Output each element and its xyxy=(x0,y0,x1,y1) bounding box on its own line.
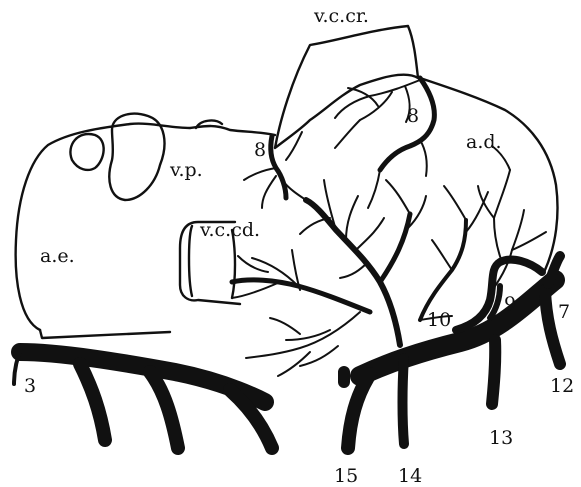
label-vc-cd: v.c.cd. xyxy=(199,219,260,241)
number-10: 10 xyxy=(427,309,451,331)
number-8-left: 8 xyxy=(254,139,266,161)
vessel-to-left xyxy=(232,280,370,312)
number-14: 14 xyxy=(398,465,422,487)
vessel-central-mid xyxy=(380,214,410,282)
branch xyxy=(346,196,358,240)
number-8-right: 8 xyxy=(407,105,419,127)
vessel-14 xyxy=(403,358,405,444)
branch xyxy=(232,282,280,298)
label-ad: a.d. xyxy=(466,131,502,153)
number-7: 7 xyxy=(558,301,570,323)
vessel-left-branch-b xyxy=(150,372,178,448)
branch xyxy=(356,218,384,250)
vessel-15 xyxy=(348,374,370,448)
number-15: 15 xyxy=(334,465,358,487)
vc-cr-region-outline xyxy=(275,26,418,148)
label-ae: a.e. xyxy=(40,245,75,267)
number-12: 12 xyxy=(550,375,574,397)
branch xyxy=(420,140,427,176)
branch xyxy=(466,192,488,232)
branch xyxy=(386,180,410,214)
lower-body-edge xyxy=(40,330,170,338)
branch xyxy=(270,318,300,334)
branch xyxy=(286,132,302,160)
number-13: 13 xyxy=(489,427,513,449)
branch xyxy=(262,176,276,208)
number-3: 3 xyxy=(24,375,36,397)
branch xyxy=(244,168,276,180)
branch xyxy=(444,186,466,220)
vc-cd-inner xyxy=(189,226,192,296)
branch xyxy=(335,120,360,148)
number-9: 9 xyxy=(504,293,516,315)
vessel-central-right xyxy=(420,220,466,320)
branch xyxy=(494,170,510,218)
vessel-13 xyxy=(492,340,495,404)
organ-outlines xyxy=(16,26,558,338)
right-lobe-outline xyxy=(420,78,558,270)
vessel-left-branch-a xyxy=(80,364,105,440)
branch xyxy=(494,218,502,262)
branch xyxy=(368,170,380,208)
branch xyxy=(360,92,392,120)
label-vp: v.p. xyxy=(169,159,203,181)
branch xyxy=(432,240,452,270)
branch xyxy=(478,186,494,218)
branch xyxy=(246,312,360,358)
branch xyxy=(512,210,524,250)
bump-1 xyxy=(70,134,103,170)
label-vc-cr: v.c.cr. xyxy=(313,5,369,27)
